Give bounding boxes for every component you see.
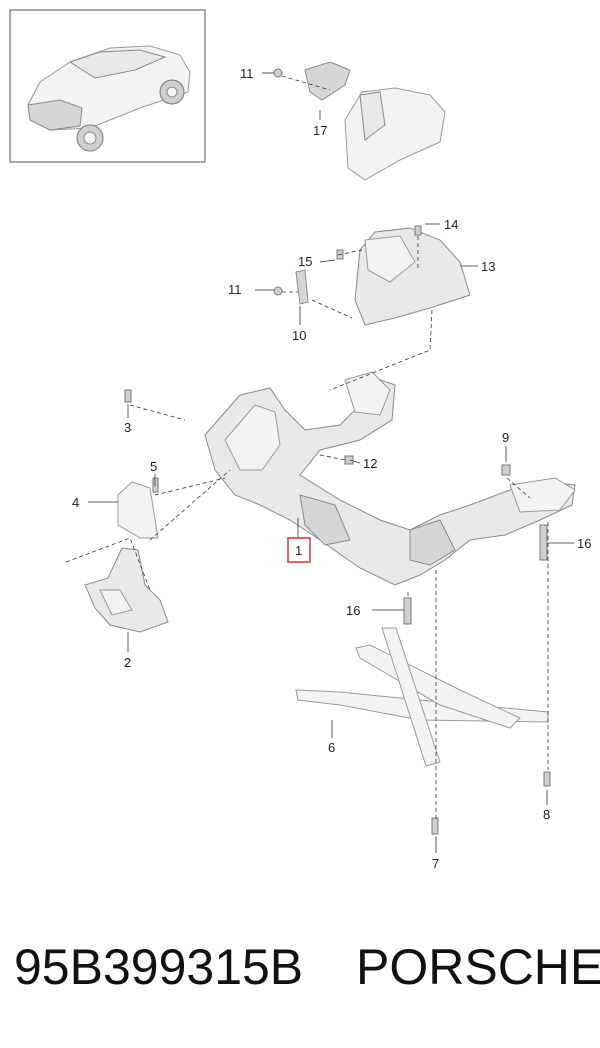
callout-11-top: 11 (240, 66, 254, 81)
parts-exploded-diagram: 11 17 14 15 13 11 10 3 12 9 5 4 1 16 16 … (9, 9, 591, 871)
heat-shield-upper (304, 61, 446, 181)
callout-13: 13 (481, 259, 495, 274)
fasteners (124, 68, 551, 835)
stiffener-plate-6 (295, 627, 549, 767)
alignment-lines (65, 75, 549, 820)
callout-1: 1 (295, 543, 302, 558)
callout-17: 17 (313, 123, 327, 138)
callout-14: 14 (444, 217, 458, 232)
callout-4: 4 (72, 495, 79, 510)
callout-16-right: 16 (577, 536, 591, 551)
callout-5: 5 (150, 459, 157, 474)
bracket-2 (84, 547, 169, 633)
callout-6: 6 (328, 740, 335, 755)
callout-8: 8 (543, 807, 550, 822)
part-number: 95B399315B (14, 939, 304, 995)
callout-12: 12 (363, 456, 377, 471)
bracket-4 (117, 481, 159, 539)
callout-15: 15 (298, 254, 312, 269)
heat-shield-middle (354, 227, 471, 326)
brand-name: PORSCHE (356, 939, 600, 995)
callout-labels: 11 17 14 15 13 11 10 3 12 9 5 4 1 16 16 … (72, 66, 591, 871)
callout-2: 2 (124, 655, 131, 670)
callout-7: 7 (432, 856, 439, 871)
callout-16-left: 16 (346, 603, 360, 618)
front-subframe (204, 371, 576, 586)
callout-9: 9 (502, 430, 509, 445)
car-thumbnail (9, 9, 206, 163)
callout-10: 10 (292, 328, 306, 343)
callout-3: 3 (124, 420, 131, 435)
callout-11-middle: 11 (228, 282, 242, 297)
highlighted-callout-box (287, 537, 311, 563)
leader-lines (88, 72, 574, 853)
